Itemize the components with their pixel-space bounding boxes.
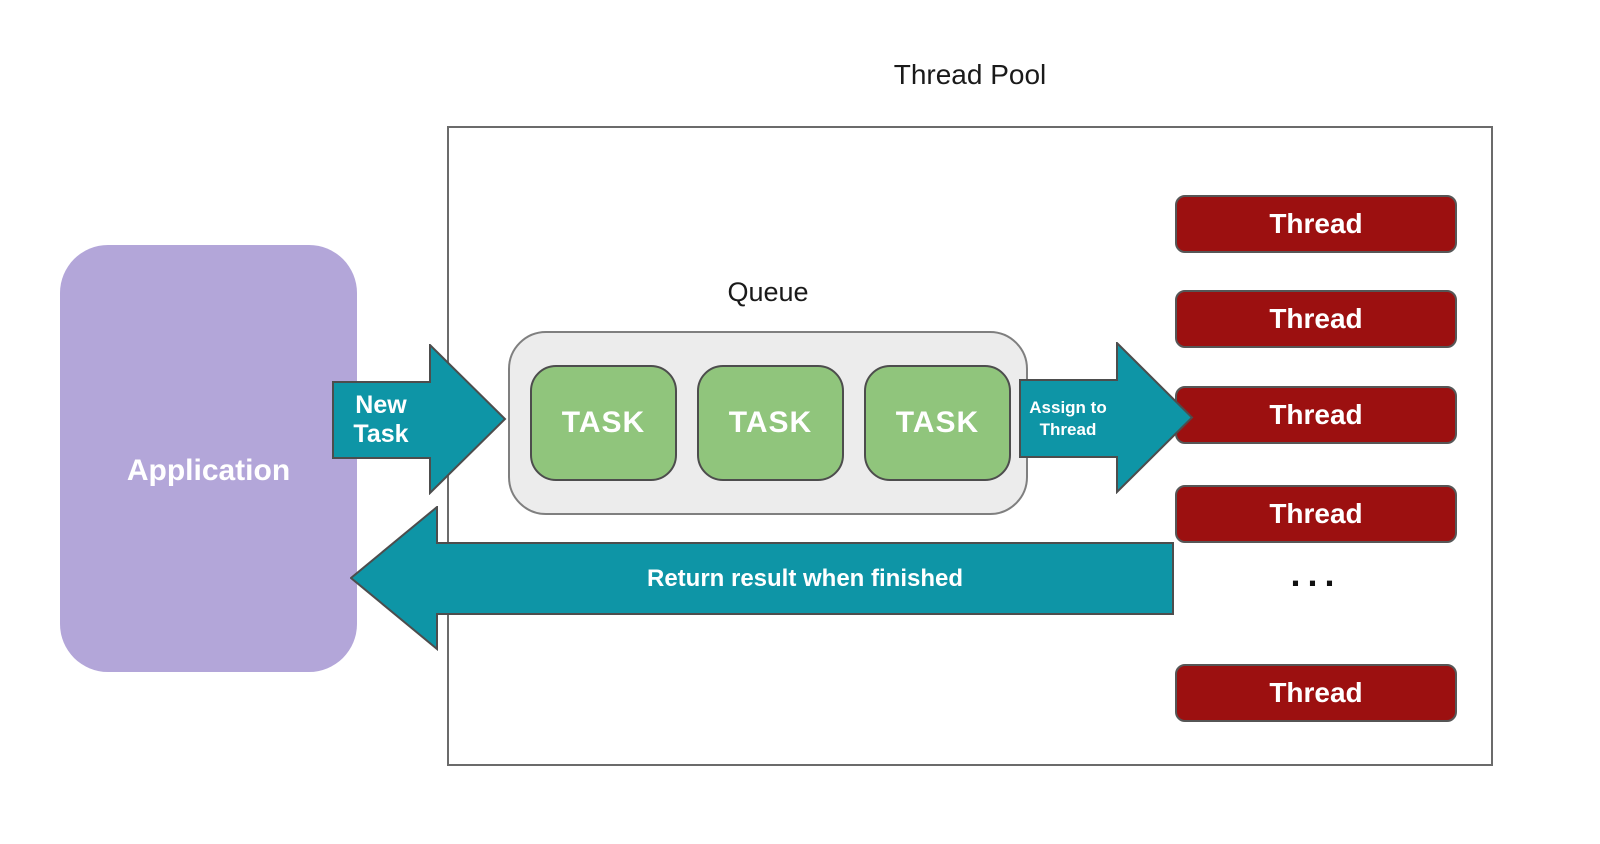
queue-container: TASK TASK TASK [508,331,1028,515]
thread-box-4: Thread [1175,485,1457,543]
queue-title: Queue [727,277,809,307]
assign-to-thread-arrow-label: Assign to Thread [1019,380,1117,457]
assign-line-1: Assign to [1029,398,1107,418]
application-label: Application [126,453,291,487]
task-box: TASK [864,365,1011,481]
application-box: Application [60,245,357,672]
threads-ellipsis: ... [1290,553,1342,594]
task-box: TASK [530,365,677,481]
thread-box-2: Thread [1175,290,1457,348]
new-task-line-2: Task [353,420,409,448]
return-result-text: Return result when finished [646,564,964,592]
thread-pool-title: Thread Pool [893,59,1047,90]
thread-box-3: Thread [1175,386,1457,444]
assign-to-thread-arrow [1019,342,1194,494]
return-result-arrow-label: Return result when finished [437,543,1173,614]
return-result-arrow [350,506,1174,651]
task-box: TASK [697,365,844,481]
new-task-arrow-label: New Task [332,382,430,458]
new-task-arrow [332,344,507,495]
thread-box-1: Thread [1175,195,1457,253]
new-task-line-1: New [355,391,407,419]
assign-line-2: Thread [1039,419,1097,439]
thread-box-5: Thread [1175,664,1457,722]
